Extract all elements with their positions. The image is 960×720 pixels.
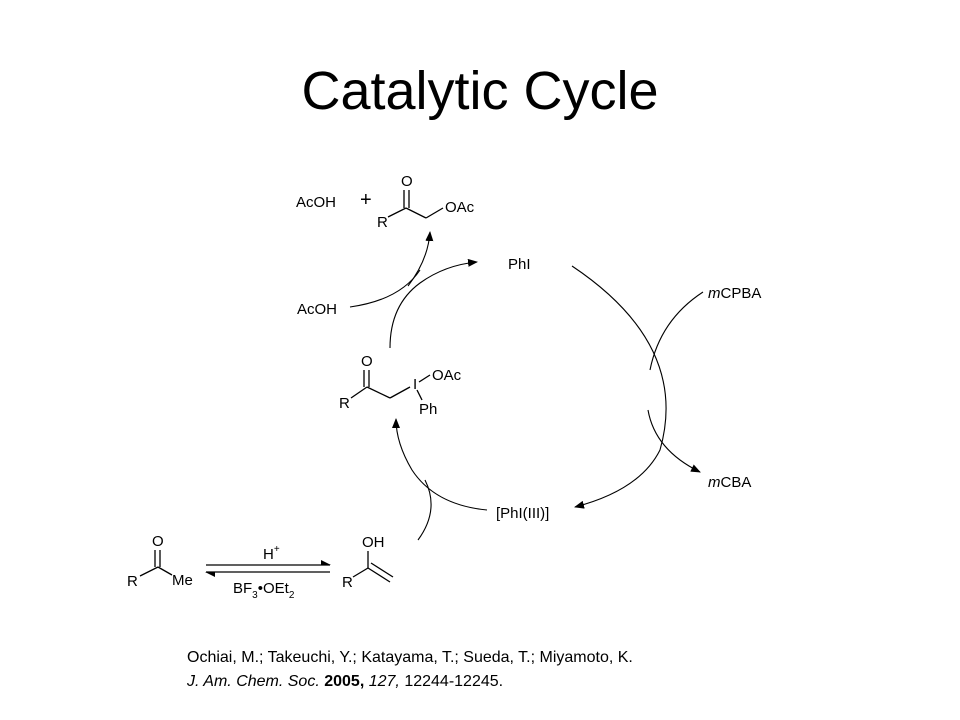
- citation-year: 2005,: [324, 673, 365, 690]
- ketone-carbonyl-o: O: [152, 533, 164, 550]
- product-r-group: R: [377, 214, 388, 231]
- enol-structure: OH R: [342, 534, 394, 591]
- mcpba-in-arc: [649, 291, 704, 371]
- lewis-acid-label: BF3•OEt2: [233, 580, 295, 601]
- product-carbonyl-o: O: [401, 173, 413, 190]
- cycle-arc-phi-to-phi3: [571, 265, 667, 509]
- acoh-top-label: AcOH: [296, 194, 336, 211]
- phi-label: PhI: [508, 256, 531, 273]
- citation-volume: 127,: [368, 673, 400, 690]
- iodo-ph: Ph: [419, 401, 437, 418]
- ketone-methyl: Me: [172, 572, 193, 589]
- methyl-ketone-structure: O R Me: [127, 533, 193, 590]
- enol-r-group: R: [342, 574, 353, 591]
- iodo-r-group: R: [339, 395, 350, 412]
- iodonium-intermediate-structure: O R I OAc Ph: [339, 353, 462, 418]
- citation-authors: Ochiai, M.; Takeuchi, Y.; Katayama, T.; …: [187, 649, 633, 666]
- iodo-carbonyl-o: O: [361, 353, 373, 370]
- mcba-label: mCBA: [708, 474, 751, 491]
- citation-journal: J. Am. Chem. Soc.: [187, 673, 320, 690]
- product-out-arc: [407, 231, 434, 287]
- mcpba-label: mCPBA: [708, 285, 761, 302]
- acoh-in-arc: [349, 269, 421, 308]
- acetoxy-ketone-structure: O R OAc: [377, 173, 475, 231]
- slide-title: Catalytic Cycle: [301, 61, 659, 121]
- mcba-out-arc: [647, 409, 701, 473]
- iodo-oac: OAc: [432, 367, 462, 384]
- enol-in-arc: [417, 479, 432, 541]
- plus-sign: +: [360, 189, 372, 211]
- citation: Ochiai, M.; Takeuchi, Y.; Katayama, T.; …: [187, 646, 633, 694]
- product-oac: OAc: [445, 199, 475, 216]
- ketone-r-group: R: [127, 573, 138, 590]
- equilibrium-arrows: [205, 560, 331, 577]
- cycle-arc-iodonium-to-phi: [389, 258, 478, 349]
- cycle-arc-phi3-to-iodonium: [392, 418, 488, 511]
- enol-hydroxyl: OH: [362, 534, 385, 551]
- acoh-mid-label: AcOH: [297, 301, 337, 318]
- acid-catalyst-label: H+: [263, 544, 280, 563]
- citation-reference: J. Am. Chem. Soc. 2005, 127, 12244-12245…: [187, 670, 633, 694]
- iodo-iodine: I: [413, 376, 417, 393]
- phi-iii-label: [PhI(III)]: [496, 505, 549, 522]
- citation-pages: 12244-12245.: [404, 673, 504, 690]
